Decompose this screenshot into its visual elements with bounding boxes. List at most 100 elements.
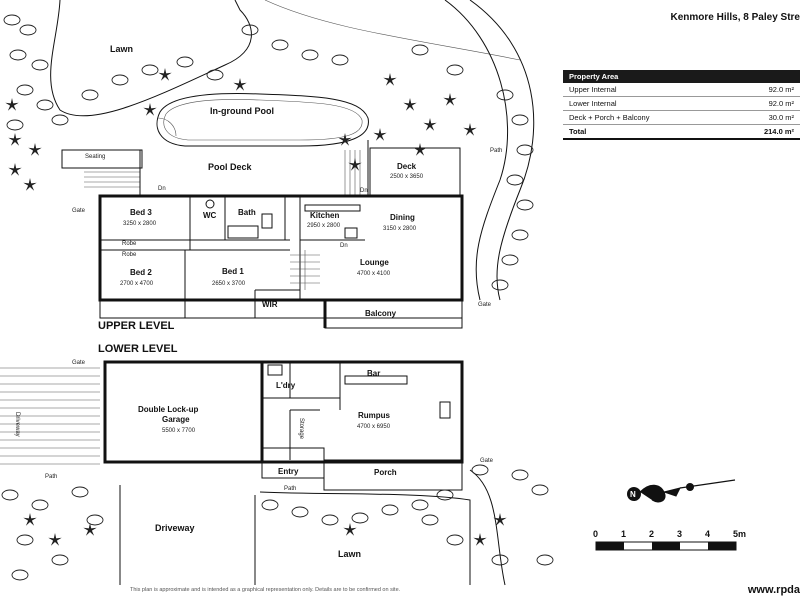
label-lounge: Lounge bbox=[360, 258, 389, 267]
area-row: Upper Internal 92.0 m² bbox=[563, 83, 800, 97]
garden-plant bbox=[48, 533, 62, 546]
area-row-label: Upper Internal bbox=[569, 85, 617, 94]
garden-bush bbox=[446, 534, 464, 546]
label-path-left: Path bbox=[45, 474, 57, 480]
label-gate-lower-right: Gate bbox=[480, 458, 494, 464]
garden-bush bbox=[411, 44, 429, 56]
label-wir: WIR bbox=[262, 300, 278, 309]
seating-area bbox=[61, 149, 143, 169]
label-bar: Bar bbox=[367, 369, 380, 378]
garden-bush bbox=[51, 554, 69, 566]
area-total-row: Total 214.0 m² bbox=[563, 125, 800, 140]
scale-tick-5: 5m bbox=[733, 529, 746, 539]
compass-rose: N bbox=[627, 479, 736, 503]
pool-steps bbox=[157, 117, 177, 137]
scale-tick-1: 1 bbox=[621, 529, 626, 539]
label-gate-lower-left: Gate bbox=[72, 360, 86, 366]
driveway-boundary bbox=[119, 485, 471, 585]
hearth bbox=[439, 401, 451, 419]
garden-plant bbox=[23, 178, 37, 191]
label-robe-2: Robe bbox=[122, 252, 137, 258]
label-lawn-top: Lawn bbox=[110, 44, 133, 54]
garden-bush bbox=[471, 464, 489, 476]
garden-plant bbox=[5, 98, 19, 111]
label-bed1: Bed 1 bbox=[222, 267, 244, 276]
label-gate-left: Gate bbox=[72, 208, 86, 214]
garden-bush bbox=[141, 64, 159, 76]
label-dining-dim: 3150 x 2800 bbox=[383, 226, 417, 232]
garden-bush bbox=[36, 99, 54, 111]
upper-level-walls bbox=[98, 194, 464, 329]
garden-plant bbox=[413, 143, 427, 156]
label-deck-dim: 2500 x 3650 bbox=[390, 174, 424, 180]
label-bed2-dim: 2700 x 4700 bbox=[120, 281, 154, 287]
garden-plant bbox=[343, 523, 357, 536]
garden-bush bbox=[261, 499, 279, 511]
scale-tick-3: 3 bbox=[677, 529, 682, 539]
garden-plant bbox=[83, 523, 97, 536]
garden-plant bbox=[158, 68, 172, 81]
label-gate-right: Gate bbox=[478, 302, 492, 308]
garden-bush bbox=[501, 254, 519, 266]
area-row: Lower Internal 92.0 m² bbox=[563, 97, 800, 111]
area-row-value: 92.0 m² bbox=[768, 85, 794, 94]
scale-tick-0: 0 bbox=[593, 529, 598, 539]
label-wc: WC bbox=[203, 211, 217, 220]
garden-bush bbox=[16, 534, 34, 546]
label-driveway: Driveway bbox=[155, 523, 195, 533]
label-dn-1: Dn bbox=[158, 186, 166, 192]
scale-bar: 0 1 2 3 4 5m bbox=[593, 529, 746, 551]
garden-bush bbox=[436, 489, 454, 501]
area-row: Deck + Porch + Balcony 30.0 m² bbox=[563, 111, 800, 125]
label-lawn-bottom: Lawn bbox=[338, 549, 361, 559]
garden-bush bbox=[71, 486, 89, 498]
garden-bush bbox=[351, 512, 369, 524]
label-kitchen-dim: 2950 x 2800 bbox=[307, 223, 341, 229]
website-link[interactable]: www.rpda bbox=[747, 584, 800, 596]
label-garage-2: Garage bbox=[162, 415, 190, 424]
label-robe-1: Robe bbox=[122, 241, 137, 247]
lawn-boundary bbox=[50, 0, 252, 117]
garden-bush bbox=[516, 199, 534, 211]
garden-bush bbox=[536, 554, 554, 566]
garden-bush bbox=[9, 49, 27, 61]
garden-bush bbox=[331, 54, 349, 66]
pool-outline bbox=[156, 93, 369, 147]
area-row-label: Lower Internal bbox=[569, 99, 617, 108]
garden-bush bbox=[81, 89, 99, 101]
garden-bush bbox=[411, 499, 429, 511]
label-path-right: Path bbox=[490, 148, 502, 154]
garden-bush bbox=[1, 489, 19, 501]
garden-bush bbox=[421, 514, 439, 526]
garden-edge-top bbox=[264, 0, 521, 61]
garden-bush bbox=[511, 229, 529, 241]
label-porch: Porch bbox=[374, 468, 397, 477]
label-upper-level: UPPER LEVEL bbox=[98, 320, 175, 332]
garden-bush bbox=[6, 119, 24, 131]
label-garage: Double Lock-up bbox=[138, 405, 199, 414]
garden-bush bbox=[3, 14, 21, 26]
garden-bush bbox=[111, 74, 129, 86]
garden-plant bbox=[493, 513, 507, 526]
label-lounge-dim: 4700 x 4100 bbox=[357, 271, 391, 277]
garden-bush bbox=[86, 514, 104, 526]
garden-plant bbox=[383, 73, 397, 86]
garden-path-right bbox=[444, 0, 509, 301]
garden-bush bbox=[206, 69, 224, 81]
garden-plant bbox=[473, 533, 487, 546]
garden-plant bbox=[233, 78, 247, 91]
laundry-tub bbox=[267, 364, 283, 376]
garden-bush bbox=[381, 504, 399, 516]
garden-plant bbox=[28, 143, 42, 156]
label-dn-3: Dn bbox=[340, 243, 348, 249]
garden-plant bbox=[338, 133, 352, 146]
label-bed2: Bed 2 bbox=[130, 268, 152, 277]
compass-letter: N bbox=[630, 490, 636, 499]
garden-stars bbox=[5, 68, 507, 546]
garden-plant bbox=[8, 163, 22, 176]
scale-tick-4: 4 bbox=[705, 529, 710, 539]
label-pool: In-ground Pool bbox=[210, 106, 274, 116]
garden-bush bbox=[446, 64, 464, 76]
garden-plant bbox=[443, 93, 457, 106]
